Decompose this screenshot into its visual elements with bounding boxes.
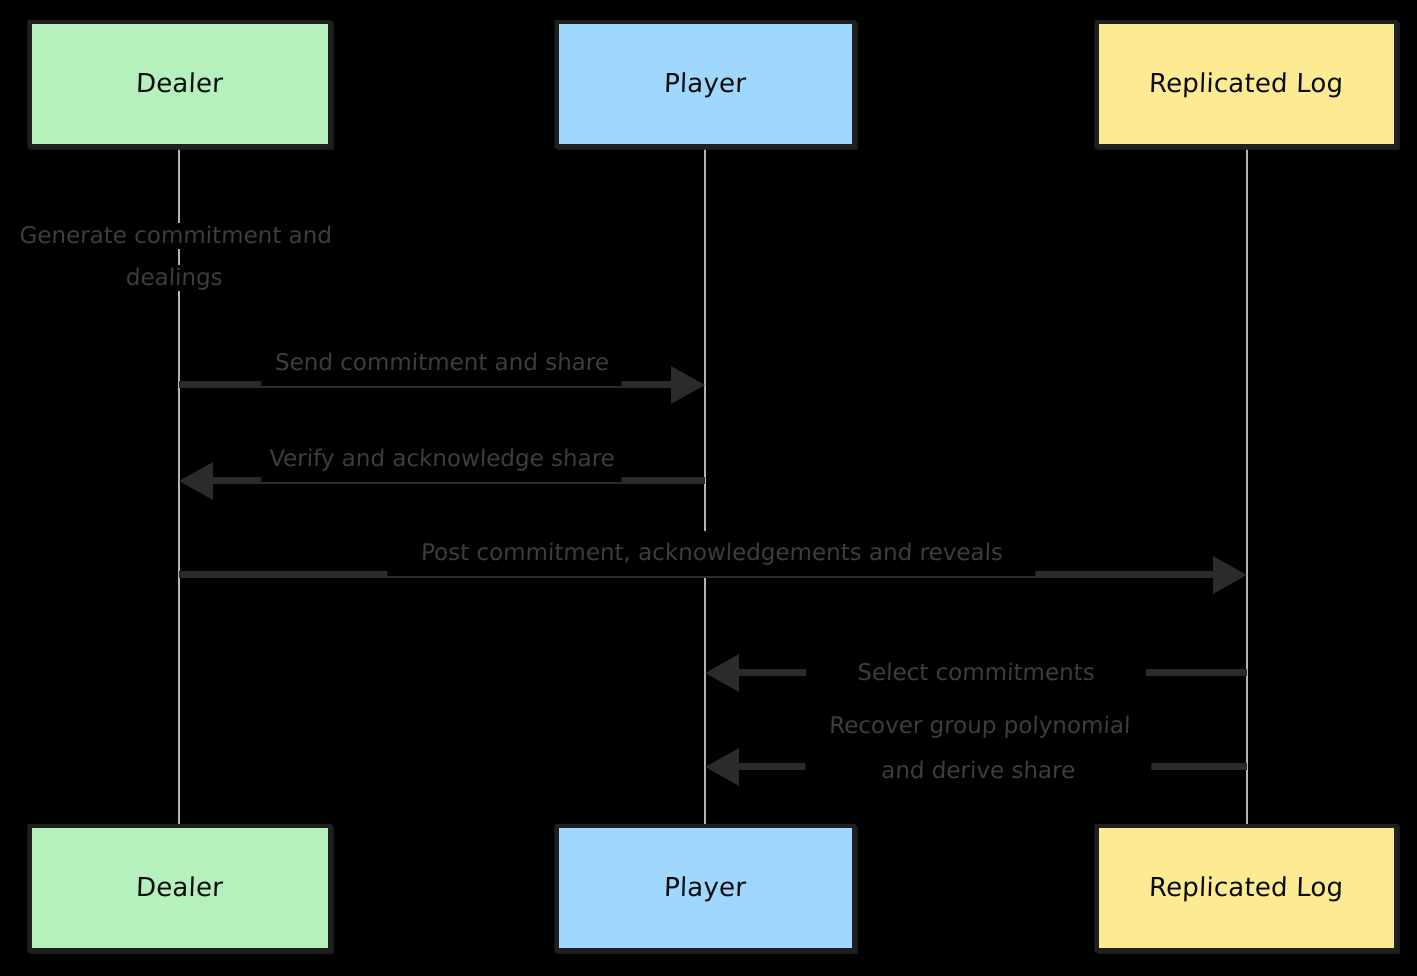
message-text-1: Generate commitment and dealings: [16, 223, 336, 291]
arrow-head-send-commitment: [671, 366, 705, 404]
participant-label-player-bottom: Player: [663, 873, 748, 903]
participant-box-dealer-top[interactable]: Dealer: [28, 20, 332, 148]
message-label-recover-group-polynomial[interactable]: Recover group polynomial and derive shar…: [804, 704, 1154, 794]
arrow-head-select-commitments: [705, 654, 739, 692]
participant-label-replicated-log-bottom: Replicated Log: [1148, 873, 1345, 903]
message-label-select-commitments[interactable]: Select commitments: [805, 651, 1147, 696]
message-text-3: Verify and acknowledge share: [264, 446, 620, 472]
participant-box-player-top[interactable]: Player: [555, 20, 856, 148]
arrow-head-verify-acknowledge: [179, 462, 213, 500]
participant-box-replicated-log-top[interactable]: Replicated Log: [1095, 20, 1398, 148]
message-label-generate-commitment[interactable]: Generate commitment and dealings: [9, 215, 342, 299]
message-label-send-commitment[interactable]: Send commitment and share: [261, 341, 623, 386]
participant-label-dealer-top: Dealer: [135, 69, 225, 99]
participant-label-replicated-log-top: Replicated Log: [1148, 69, 1345, 99]
message-text-6: Recover group polynomial and derive shar…: [824, 713, 1135, 784]
arrow-head-post-commitment: [1213, 556, 1247, 594]
message-label-post-commitment[interactable]: Post commitment, acknowledgements and re…: [387, 531, 1037, 576]
lifeline-replicated-log: [1246, 148, 1248, 838]
message-text-4: Post commitment, acknowledgements and re…: [416, 540, 1008, 566]
message-text-5: Select commitments: [852, 660, 1100, 686]
participant-box-dealer-bottom[interactable]: Dealer: [28, 824, 332, 952]
participant-label-dealer-bottom: Dealer: [135, 873, 225, 903]
participant-box-player-bottom[interactable]: Player: [555, 824, 856, 952]
message-label-verify-acknowledge[interactable]: Verify and acknowledge share: [261, 437, 623, 482]
lifeline-player: [704, 148, 706, 838]
participant-box-replicated-log-bottom[interactable]: Replicated Log: [1095, 824, 1398, 952]
arrow-head-recover-group-polynomial: [705, 748, 739, 786]
participant-label-player-top: Player: [663, 69, 748, 99]
message-text-2: Send commitment and share: [270, 350, 614, 376]
